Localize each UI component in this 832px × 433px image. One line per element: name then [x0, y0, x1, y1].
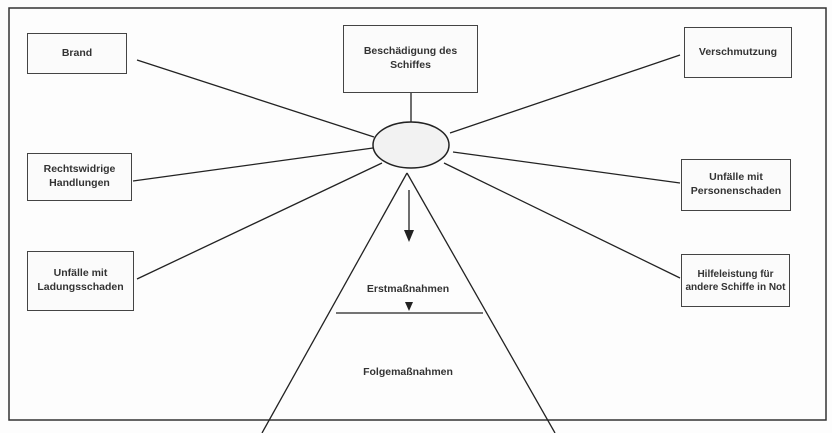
connector	[136, 59, 375, 138]
node-label: Rechtswidrige Handlungen	[43, 163, 116, 189]
connector	[132, 147, 374, 182]
outer-frame	[8, 7, 827, 421]
arrow-head-icon	[404, 230, 414, 242]
node-label: Brand	[61, 46, 93, 59]
node-verschmutzung: Verschmutzung	[684, 27, 792, 78]
node-ladungsschaden: Unfälle mit Ladungsschaden	[27, 251, 134, 311]
node-label: Verschmutzung	[698, 45, 778, 58]
node-personenschaden: Unfälle mit Personenschaden	[681, 159, 791, 211]
erstmassnahmen-label: Erstmaßnahmen	[366, 283, 450, 295]
node-center: Beschädigung des Schiffes	[343, 25, 478, 93]
connector	[452, 151, 681, 184]
pyramid-left	[261, 172, 408, 433]
node-brand: Brand	[27, 33, 127, 74]
connector	[449, 54, 681, 134]
node-rechtswidrige: Rechtswidrige Handlungen	[27, 153, 132, 201]
folgemassnahmen-label: Folgemaßnahmen	[363, 366, 453, 378]
node-hilfeleistung: Hilfeleistung für andere Schiffe in Not	[681, 254, 790, 307]
connector	[443, 162, 681, 279]
pyramid-right	[406, 172, 556, 433]
connector	[136, 162, 383, 280]
node-label: Unfälle mit Ladungsschaden	[37, 267, 124, 293]
node-label: Hilfeleistung für andere Schiffe in Not	[685, 268, 786, 293]
small-arrow-icon	[405, 302, 413, 311]
node-label: Unfälle mit Personenschaden	[690, 171, 782, 197]
hub-ellipse	[372, 121, 450, 169]
node-label: Beschädigung des Schiffes	[363, 45, 458, 71]
